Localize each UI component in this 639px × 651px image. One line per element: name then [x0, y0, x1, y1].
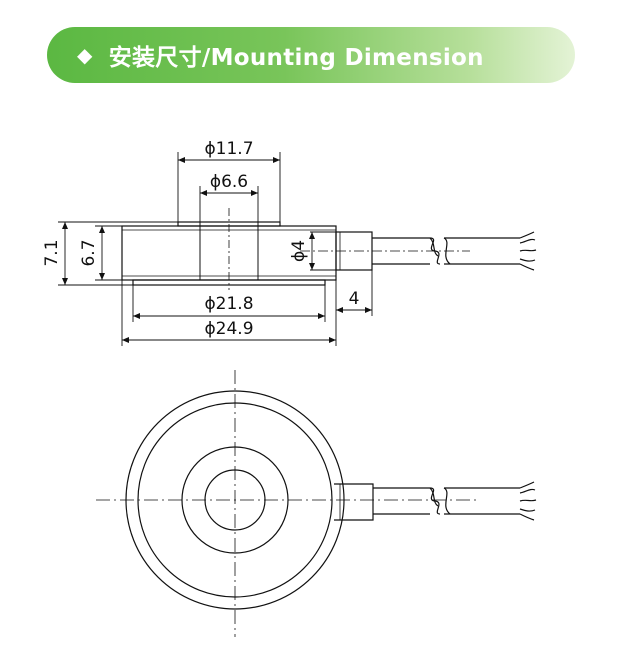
dim-cable-dia: ϕ4 — [289, 240, 309, 262]
section-header: ◆ 安装尺寸/Mounting Dimension — [47, 27, 575, 83]
dim-top-boss-dia: ϕ11.7 — [204, 139, 253, 159]
side-view-dimensions — [58, 152, 373, 346]
dim-bore-dia: ϕ6.6 — [210, 172, 248, 192]
dim-body-height: 6.7 — [79, 239, 99, 266]
dim-bottom-dia: ϕ21.8 — [204, 294, 253, 314]
dim-total-height: 7.1 — [42, 239, 62, 266]
section-title: 安装尺寸/Mounting Dimension — [108, 45, 484, 71]
top-view — [96, 370, 537, 637]
side-view — [121, 208, 537, 290]
diamond-icon: ◆ — [77, 43, 93, 67]
dim-outer-dia: ϕ24.9 — [204, 319, 253, 339]
dim-cable-exit-length: 4 — [349, 289, 360, 309]
